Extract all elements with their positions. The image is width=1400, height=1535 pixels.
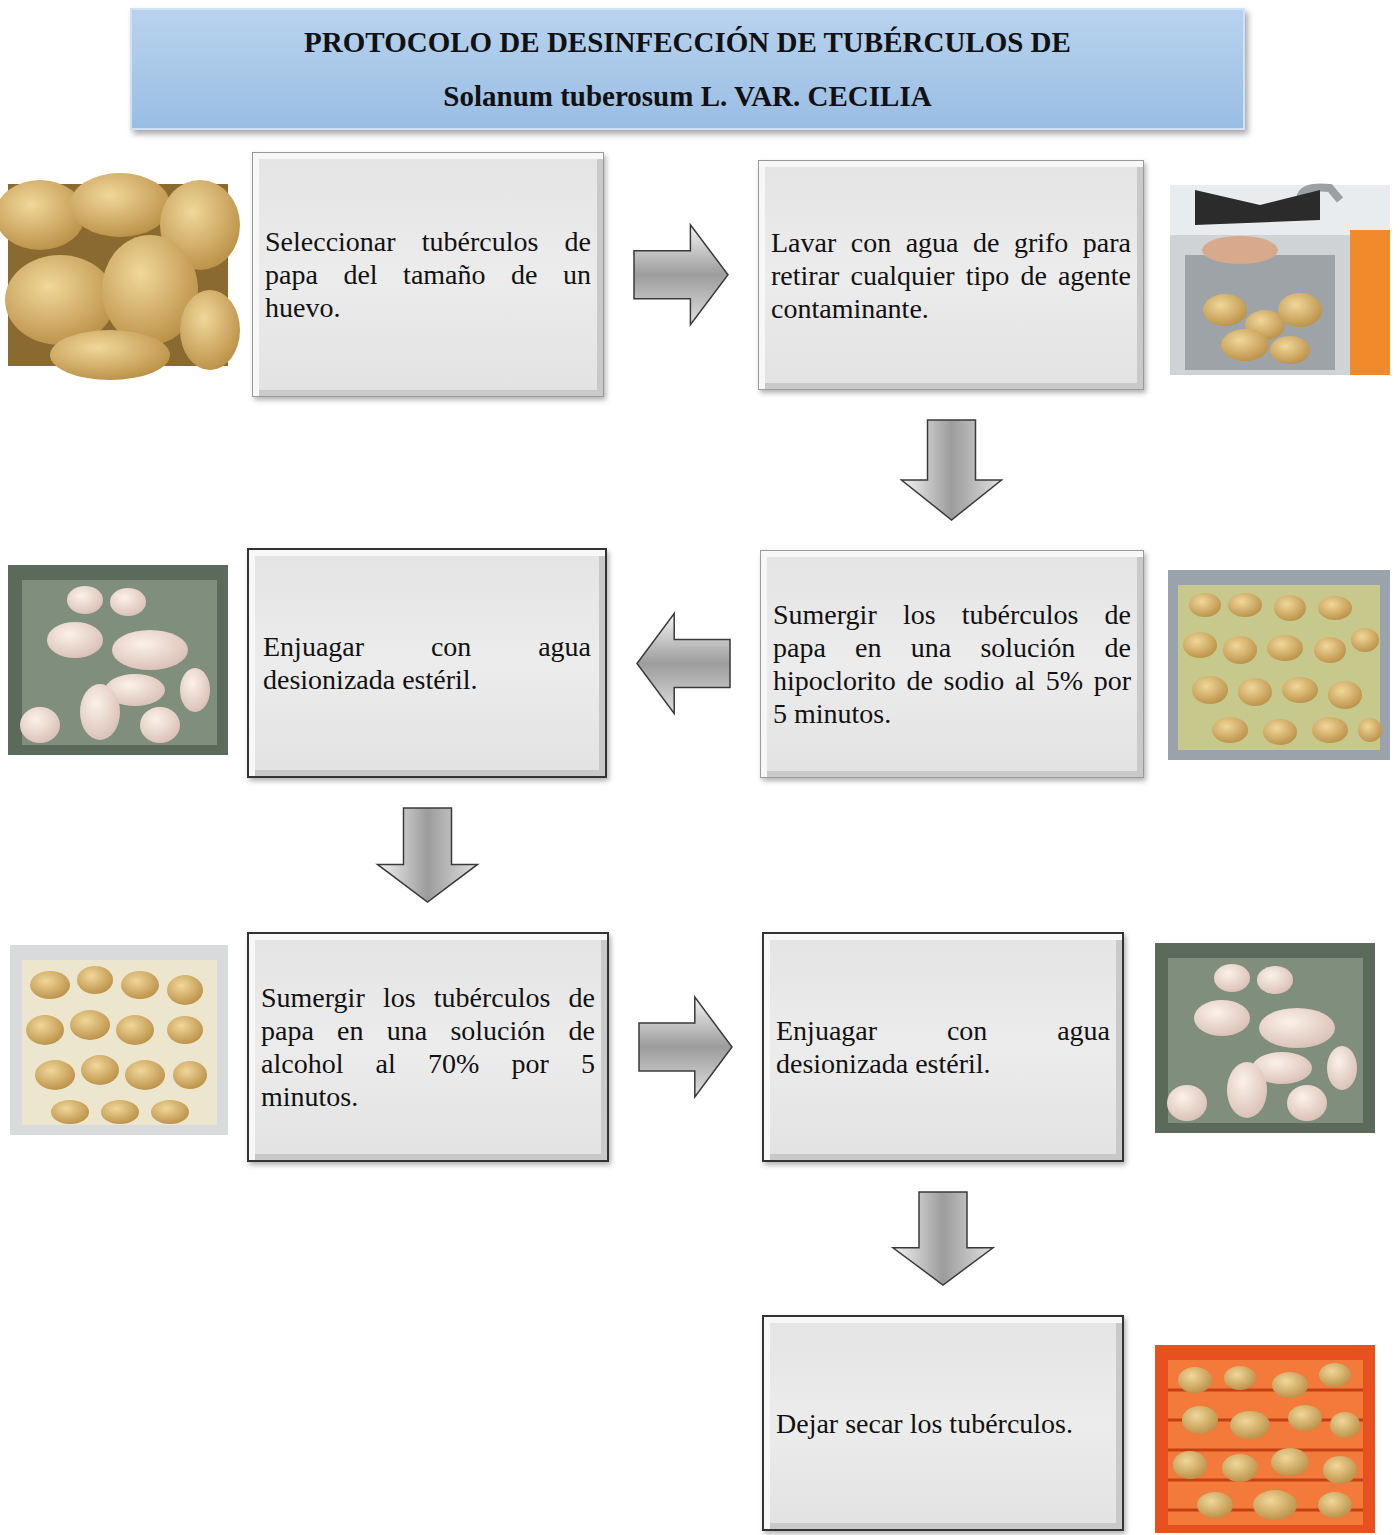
flow-arrow [893, 1192, 993, 1285]
process-box: Sumergir los tubérculos de papa en una s… [760, 550, 1144, 778]
drying-photo [1155, 1345, 1375, 1533]
flow-arrow [639, 997, 732, 1097]
step-text: Dejar secar los tubérculos. [776, 1407, 1110, 1440]
washing-photo [1170, 185, 1390, 375]
step-text: Lavar con agua de grifo para retirar cua… [771, 226, 1131, 325]
flow-arrow [637, 614, 730, 714]
hypochlorite-photo [1168, 570, 1390, 760]
process-box: Sumergir los tubérculos de papa en una s… [247, 932, 609, 1162]
step-text: Sumergir los tubérculos de papa en una s… [261, 981, 595, 1113]
flow-arrow [378, 808, 478, 902]
title: PROTOCOLO DE DESINFECCIÓN DE TUBÉRCULOS … [258, 15, 1118, 123]
step-text: Seleccionar tubérculos de papa del tamañ… [265, 225, 591, 324]
potato-photo [0, 173, 240, 380]
flow-arrow [902, 420, 1002, 520]
process-box: Seleccionar tubérculos de papa del tamañ… [252, 152, 604, 397]
process-box: Enjuagar con agua desionizada estéril. [762, 932, 1124, 1162]
process-box: Enjuagar con agua desionizada estéril. [247, 548, 607, 778]
step-text: Sumergir los tubérculos de papa en una s… [773, 598, 1131, 730]
title-band: PROTOCOLO DE DESINFECCIÓN DE TUBÉRCULOS … [130, 8, 1245, 130]
alcohol-photo [10, 945, 228, 1135]
process-box: Lavar con agua de grifo para retirar cua… [758, 160, 1144, 390]
process-box: Dejar secar los tubérculos. [762, 1315, 1124, 1531]
rinse-photo [8, 565, 228, 755]
rinse-photo [1155, 943, 1375, 1133]
step-text: Enjuagar con agua desionizada estéril. [776, 1014, 1110, 1080]
step-text: Enjuagar con agua desionizada estéril. [263, 630, 591, 696]
flow-arrow [634, 225, 728, 325]
